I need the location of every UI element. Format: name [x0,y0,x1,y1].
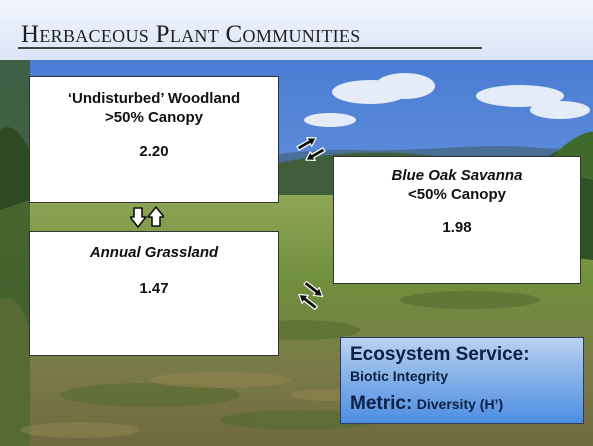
woodland-name: ‘Undisturbed’ Woodland [67,90,241,107]
savanna-box: Blue Oak Savanna <50% Canopy 1.98 [333,156,581,284]
woodland-canopy: >50% Canopy [105,109,203,126]
savanna-value: 1.98 [442,219,472,236]
woodland-value: 2.20 [139,143,169,160]
woodland-grassland-up-down-arrows-icon [130,206,164,228]
title-underline [18,47,482,49]
title-band [0,0,593,60]
woodland-box: ‘Undisturbed’ Woodland >50% Canopy 2.20 [29,76,279,203]
metric-line: Metric: Diversity (H’) [350,393,583,415]
grassland-value: 1.47 [139,280,169,297]
savanna-canopy: <50% Canopy [408,186,506,203]
service-heading: Ecosystem Service: [350,344,530,365]
grassland-box: Annual Grassland 1.47 [29,231,279,356]
woodland-savanna-double-arrow-icon [296,137,326,161]
slide-title: Herbaceous Plant Communities [21,21,361,48]
grassland-name: Annual Grassland [89,244,219,261]
metric-label: Metric: [350,393,413,414]
ecosystem-service-box: Ecosystem Service: Biotic Integrity Metr… [340,337,584,424]
savanna-name: Blue Oak Savanna [391,167,523,184]
metric-value: Diversity (H’) [416,396,504,412]
service-subheading: Biotic Integrity [350,368,449,384]
grassland-savanna-double-arrow-icon [298,280,324,310]
